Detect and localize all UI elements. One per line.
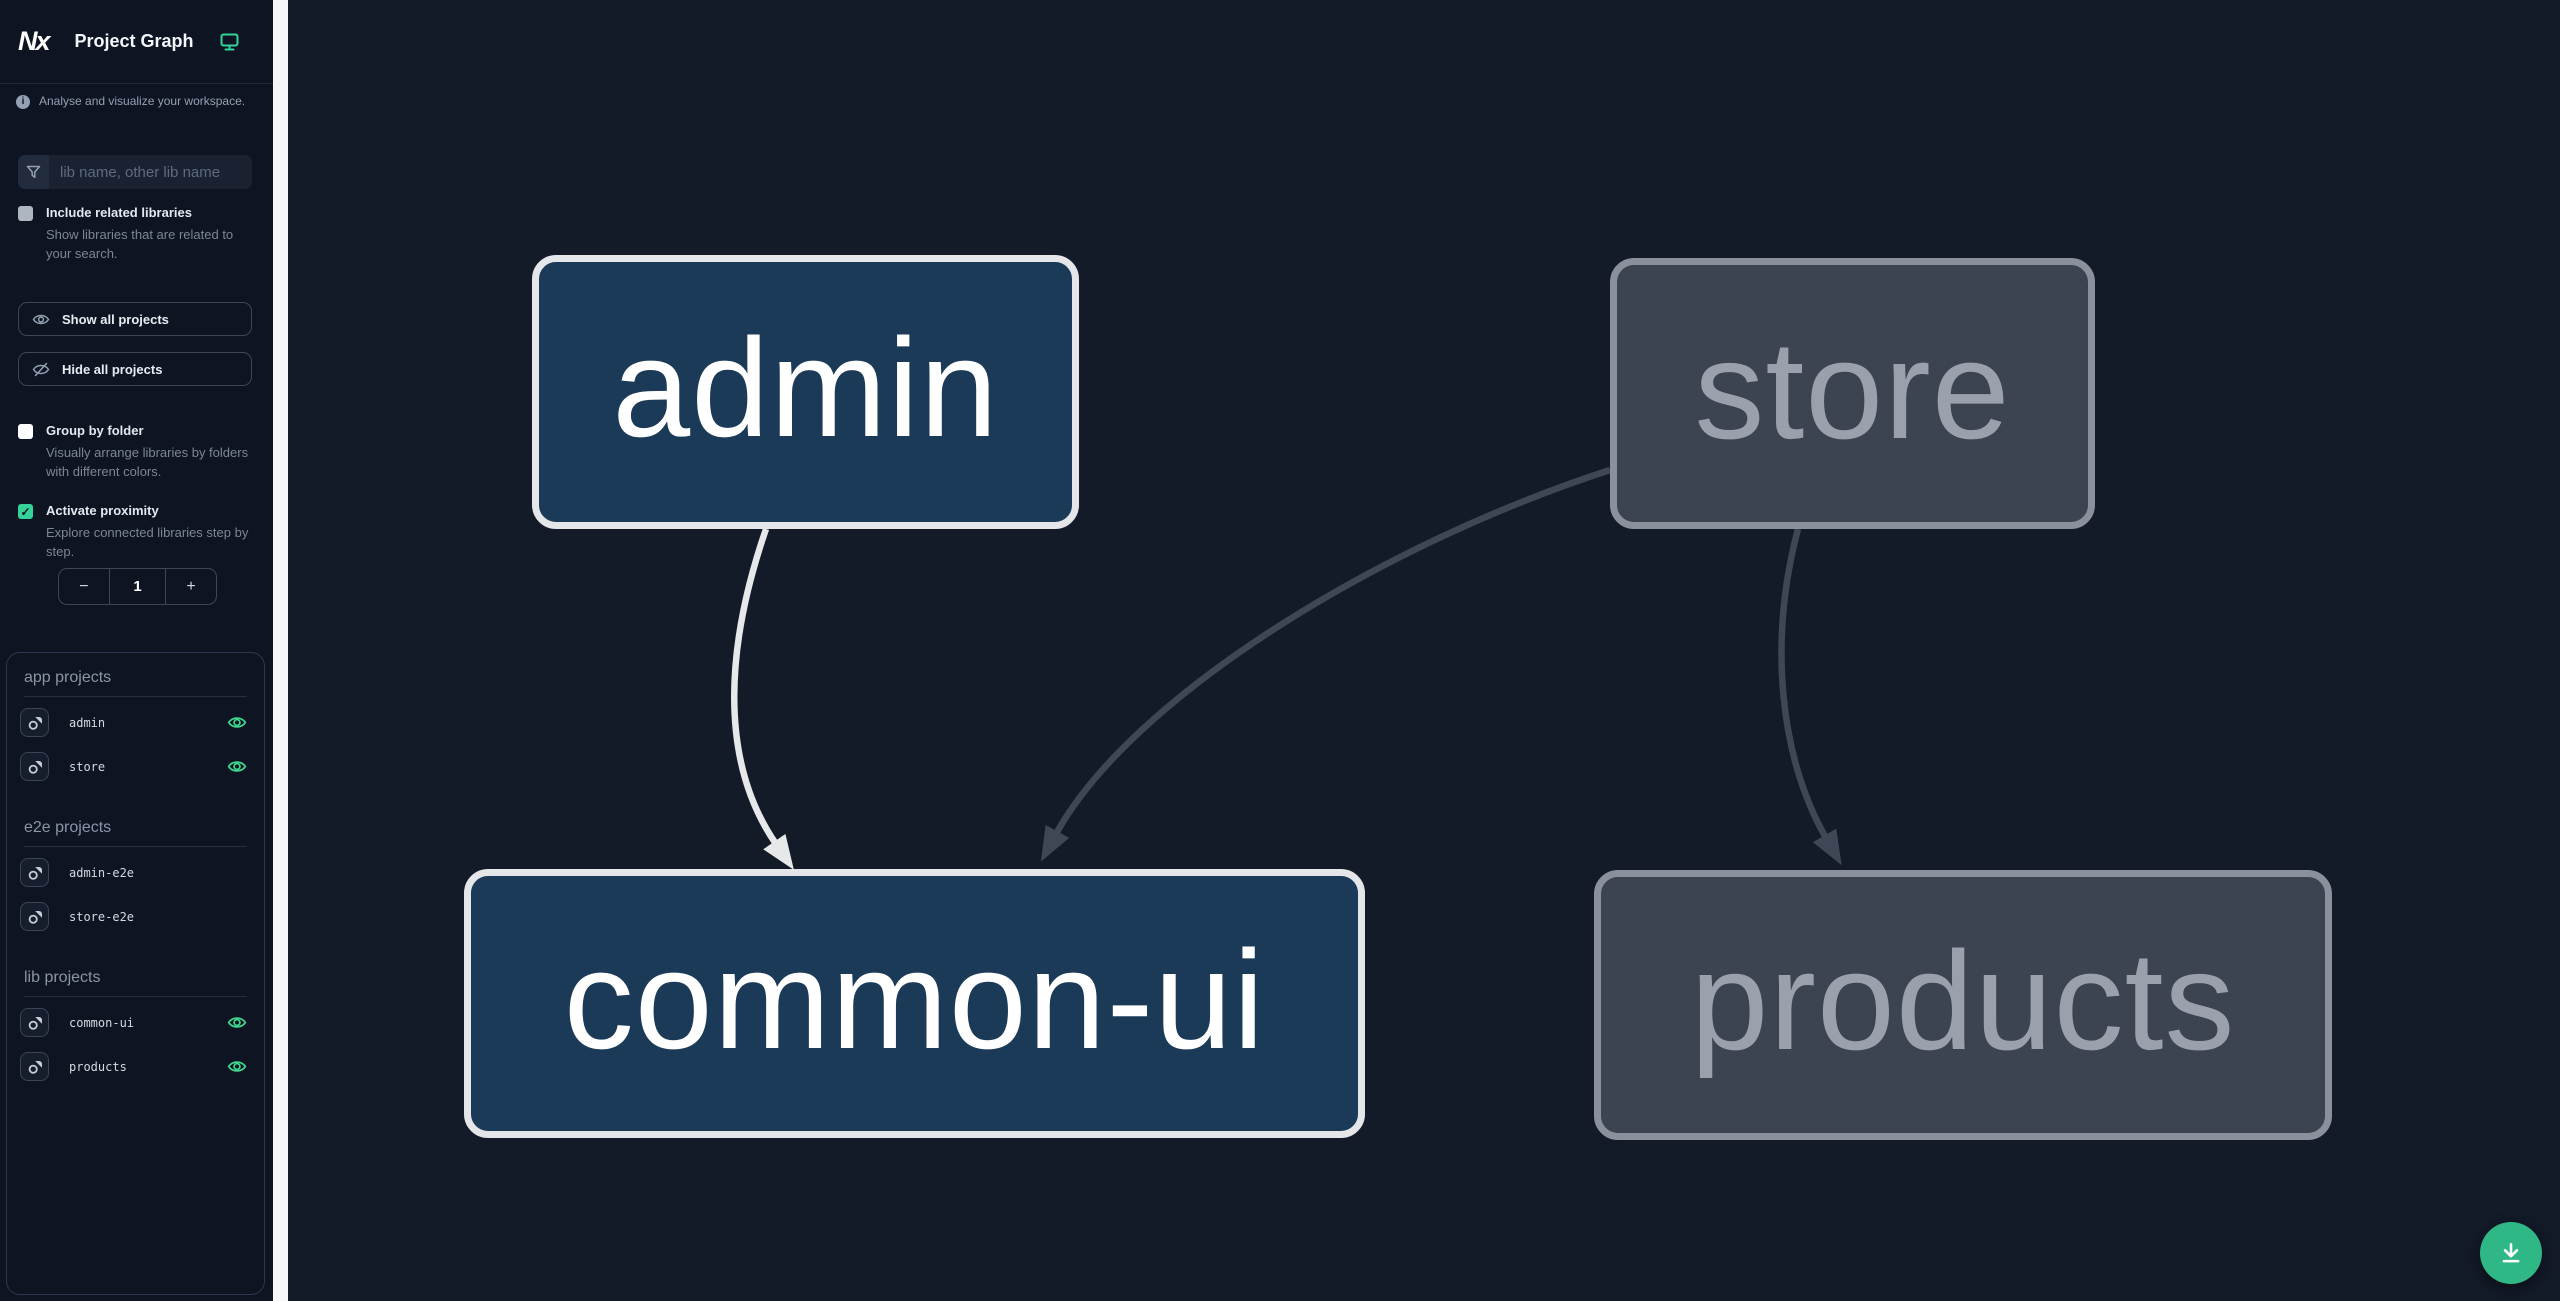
focus-icon bbox=[28, 910, 42, 924]
edge-admin-to-common-ui[interactable] bbox=[731, 527, 794, 870]
search-box bbox=[18, 155, 252, 189]
projects-list: app projects admin store bbox=[6, 652, 265, 1295]
visibility-eye-icon[interactable] bbox=[227, 1015, 247, 1030]
increment-button[interactable]: + bbox=[166, 569, 216, 604]
download-icon bbox=[2502, 1243, 2520, 1263]
focus-icon bbox=[28, 1016, 42, 1030]
monitor-icon[interactable] bbox=[220, 33, 239, 51]
nx-logo: Nx bbox=[18, 26, 50, 56]
visibility-eye-icon[interactable] bbox=[227, 759, 247, 774]
download-button[interactable] bbox=[2480, 1222, 2542, 1284]
sidebar: Nx Project Graph i Analyse and visualize… bbox=[0, 0, 273, 1301]
project-name: admin-e2e bbox=[69, 865, 135, 880]
brand-header: Nx Project Graph bbox=[0, 0, 273, 84]
project-list-item-admin-e2e[interactable]: admin-e2e bbox=[15, 854, 256, 891]
graph-node-admin[interactable]: admin bbox=[532, 255, 1079, 529]
group-by-folder-option[interactable]: Group by folder Visually arrange librari… bbox=[18, 423, 256, 482]
project-name: common-ui bbox=[69, 1015, 135, 1030]
focus-icon bbox=[28, 716, 42, 730]
info-icon: i bbox=[16, 95, 30, 109]
include-related-checkbox[interactable] bbox=[18, 206, 33, 221]
eye-icon bbox=[32, 314, 50, 324]
focus-project-button[interactable] bbox=[20, 1008, 49, 1037]
edge-store-to-common-ui[interactable] bbox=[1040, 466, 1612, 862]
project-name: admin bbox=[69, 715, 106, 730]
sidebar-resize-handle[interactable] bbox=[273, 0, 288, 1301]
focus-project-button[interactable] bbox=[20, 858, 49, 887]
node-label: store bbox=[1694, 310, 2011, 468]
show-all-projects-button[interactable]: Show all projects bbox=[18, 302, 252, 336]
focus-icon bbox=[28, 1060, 42, 1074]
include-related-option[interactable]: Include related libraries Show libraries… bbox=[18, 205, 256, 264]
proximity-depth-stepper: − 1 + bbox=[58, 568, 217, 605]
project-name: products bbox=[69, 1059, 127, 1074]
eye-off-icon bbox=[32, 362, 50, 376]
section-title: app projects bbox=[24, 669, 247, 697]
hide-all-projects-button[interactable]: Hide all projects bbox=[18, 352, 252, 386]
graph-node-products[interactable]: products bbox=[1594, 870, 2332, 1140]
activate-proximity-checkbox[interactable]: ✓ bbox=[18, 504, 33, 519]
project-list-item-store[interactable]: store bbox=[15, 748, 256, 785]
node-label: admin bbox=[612, 309, 999, 466]
visibility-eye-icon[interactable] bbox=[227, 715, 247, 730]
section-title: e2e projects bbox=[24, 819, 247, 847]
depth-value: 1 bbox=[108, 569, 167, 604]
project-section: e2e projects admin-e2e store-e2e bbox=[15, 819, 256, 935]
edge-store-to-products[interactable] bbox=[1778, 528, 1842, 866]
project-list-item-admin[interactable]: admin bbox=[15, 704, 256, 741]
filter-funnel-icon bbox=[18, 155, 49, 189]
activate-proximity-option[interactable]: ✓ Activate proximity Explore connected l… bbox=[18, 503, 256, 562]
group-by-folder-checkbox[interactable] bbox=[18, 424, 33, 439]
focus-icon bbox=[28, 760, 42, 774]
node-label: common-ui bbox=[563, 920, 1266, 1078]
project-list-item-products[interactable]: products bbox=[15, 1048, 256, 1085]
graph-node-common-ui[interactable]: common-ui bbox=[464, 869, 1365, 1138]
focus-project-button[interactable] bbox=[20, 902, 49, 931]
graph-node-store[interactable]: store bbox=[1610, 258, 2095, 529]
tagline-text: Analyse and visualize your workspace. bbox=[39, 94, 246, 108]
node-label: products bbox=[1690, 922, 2236, 1079]
visibility-eye-icon[interactable] bbox=[227, 1059, 247, 1074]
focus-project-button[interactable] bbox=[20, 1052, 49, 1081]
focus-project-button[interactable] bbox=[20, 708, 49, 737]
project-list-item-store-e2e[interactable]: store-e2e bbox=[15, 898, 256, 935]
decrement-button[interactable]: − bbox=[59, 569, 109, 604]
project-name: store-e2e bbox=[69, 909, 135, 924]
app-title: Project Graph bbox=[74, 31, 194, 51]
search-input[interactable] bbox=[49, 155, 252, 189]
project-section: lib projects common-ui products bbox=[15, 969, 256, 1085]
project-name: store bbox=[69, 759, 106, 774]
project-section: app projects admin store bbox=[15, 669, 256, 785]
focus-project-button[interactable] bbox=[20, 752, 49, 781]
project-list-item-common-ui[interactable]: common-ui bbox=[15, 1004, 256, 1041]
focus-icon bbox=[28, 866, 42, 880]
section-title: lib projects bbox=[24, 969, 247, 997]
tagline: i Analyse and visualize your workspace. bbox=[16, 94, 265, 109]
